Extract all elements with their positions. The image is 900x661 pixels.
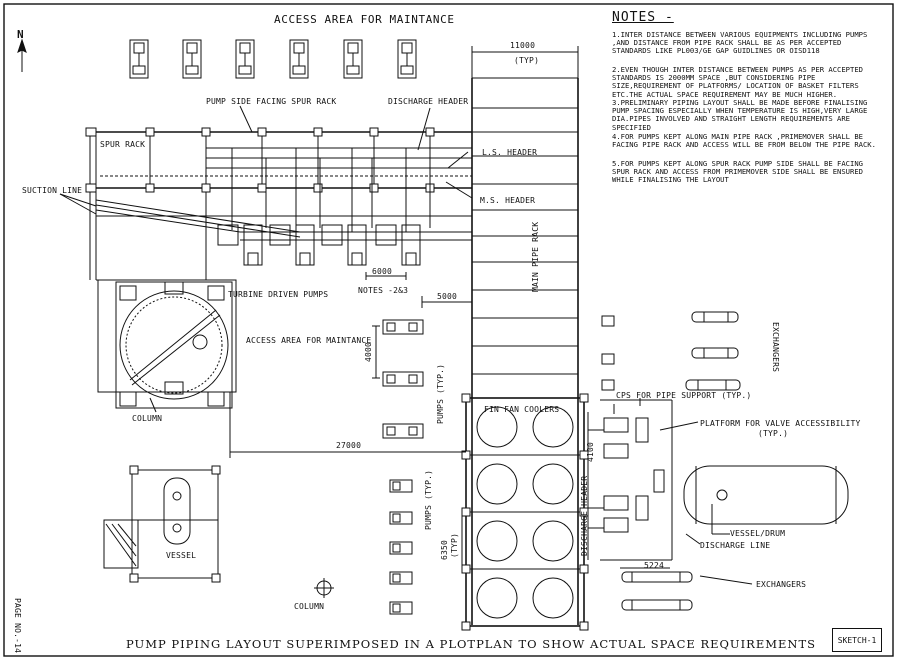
pump-icon	[235, 39, 255, 79]
fin-fan-label: FIN FAN COOLERS	[484, 405, 560, 414]
platform-typ-label: (TYP.)	[758, 429, 789, 438]
dim-6000: 6000	[372, 267, 393, 276]
ms-header-label: M.S. HEADER	[480, 196, 536, 205]
dim-4100: 4100	[586, 441, 595, 462]
discharge-header-vertical-label: DISCHARGE HEADER	[580, 475, 589, 556]
cps-label: CPS FOR PIPE SUPPORT (TYP.)	[616, 391, 752, 400]
note-2: 2.EVEN THOUGH INTER DISTANCE BETWEEN PUM…	[612, 65, 863, 99]
main-pipe-rack-label: MAIN PIPE RACK	[531, 221, 540, 292]
spur-rack-label: SPUR RACK	[100, 140, 146, 149]
vessel-drum-label: VESSEL/DRUM	[730, 529, 786, 538]
top-pump-row	[129, 39, 417, 79]
sheet-border	[3, 3, 894, 657]
north-arrow-icon	[17, 38, 27, 72]
dim-27000: 27000	[336, 441, 362, 450]
north-label: N	[17, 28, 25, 41]
dim-6350-typ: (TYP)	[450, 532, 459, 558]
right-pumps	[587, 398, 699, 561]
dim-4000: 4000	[364, 341, 373, 362]
exchangers-bottom	[620, 567, 753, 611]
dim-11000-typ: (TYP)	[514, 56, 540, 65]
note-1: 1.INTER DISTANCE BETWEEN VARIOUS EQUIPME…	[612, 30, 868, 56]
exchangers-right-label: EXCHANGERS	[771, 322, 780, 373]
discharge-line-label: DISCHARGE LINE	[700, 541, 771, 550]
drawing-footer-title: PUMP PIPING LAYOUT SUPERIMPOSED IN A PLO…	[126, 637, 816, 651]
pumps-typ-2-label: PUMPS (TYP.)	[424, 469, 433, 530]
dim-5224: 5224	[644, 561, 665, 570]
column-main	[97, 279, 472, 458]
access-area-top-label: ACCESS AREA FOR MAINTANCE	[274, 13, 455, 26]
pump-icon	[397, 39, 417, 79]
pumps-typ-label: PUMPS (TYP.)	[436, 363, 445, 424]
pump-side-label: PUMP SIDE FACING SPUR RACK	[206, 97, 337, 106]
note-3: 3.PRELIMINARY PIPING LAYOUT SHALL BE MAD…	[612, 98, 868, 132]
spur-rack	[59, 105, 473, 281]
column-bottom-label: COLUMN	[294, 602, 325, 611]
page-number: PAGE NO.-14	[13, 598, 22, 654]
note-4: 4.FOR PUMPS KEPT ALONG MAIN PIPE RACK ,P…	[612, 132, 876, 150]
dim-11000: 11000	[510, 41, 536, 50]
dim-5000: 5000	[437, 292, 458, 301]
notes-ref-label: NOTES -2&3	[358, 286, 409, 295]
dim-6350: 6350	[440, 539, 449, 560]
discharge-header-label: DISCHARGE HEADER	[388, 97, 469, 106]
pump-icon	[289, 39, 309, 79]
lower-pumps	[389, 479, 463, 615]
access-area-mid-label: ACCESS AREA FOR MAINTANCE	[246, 336, 372, 345]
fin-fan-coolers	[461, 393, 589, 631]
turbine-pumps-label: TURBINE DRIVEN PUMPS	[228, 290, 329, 299]
vessel-drum	[683, 465, 849, 545]
vessel-area	[103, 465, 221, 583]
vessel-label: VESSEL	[166, 551, 197, 560]
pump-icon	[129, 39, 149, 79]
suction-line-label: SUCTION LINE	[22, 186, 83, 195]
turbine-pumps	[217, 224, 421, 280]
exchangers-bottom-label: EXCHANGERS	[756, 580, 807, 589]
column-small-icon	[314, 578, 334, 598]
column-label: COLUMN	[132, 414, 163, 423]
main-pipe-rack	[471, 46, 579, 625]
ls-header-label: L.S. HEADER	[482, 148, 538, 157]
notes-title: NOTES -	[612, 10, 674, 25]
pump-icon	[343, 39, 363, 79]
exchangers-right	[601, 311, 741, 391]
note-5: 5.FOR PUMPS KEPT ALONG SPUR RACK PUMP SI…	[612, 159, 863, 185]
middle-pumps	[372, 319, 424, 439]
sketch-tag: SKETCH-1	[832, 628, 882, 652]
pump-icon	[182, 39, 202, 79]
platform-label: PLATFORM FOR VALVE ACCESSIBILITY	[700, 419, 861, 428]
